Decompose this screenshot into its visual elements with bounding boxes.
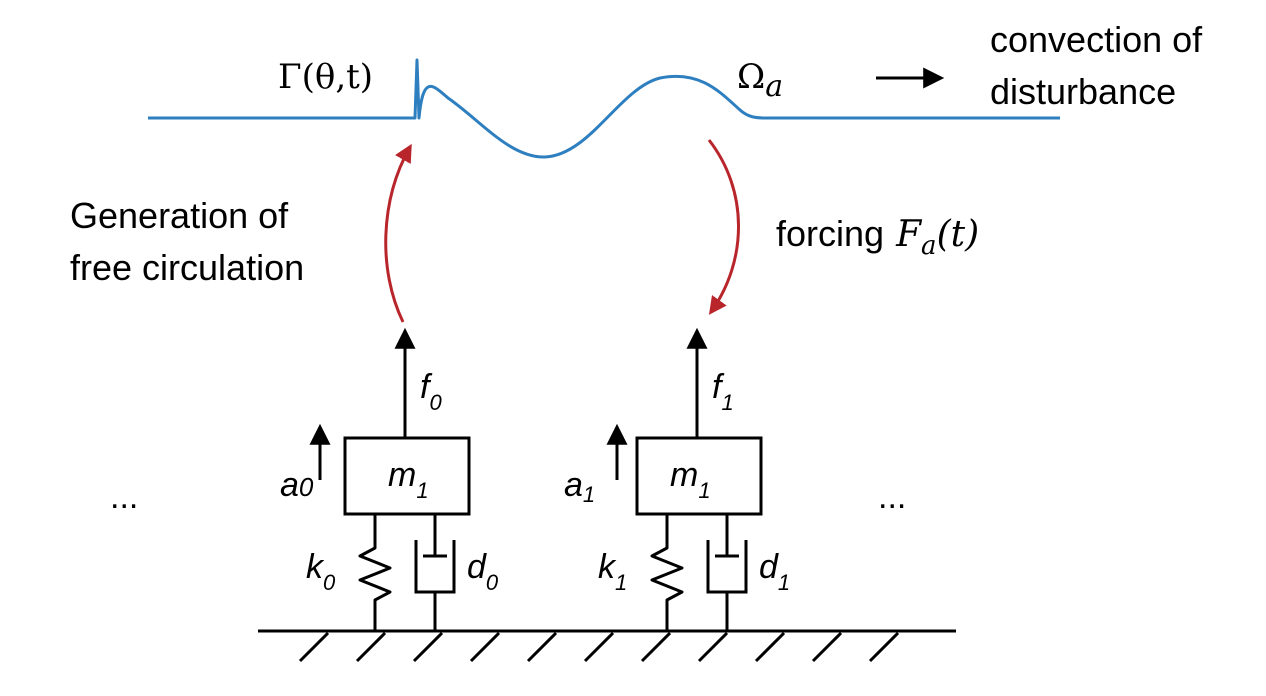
mass-symbol-1: m (670, 456, 698, 494)
damper-1 (706, 514, 748, 630)
mass-block-0 (343, 436, 471, 516)
generation-curved-arrow (384, 143, 412, 323)
damper-subscript-0: 0 (486, 570, 499, 595)
accel-label-0: a0 (280, 466, 314, 504)
forcing-symbol: F (895, 214, 923, 255)
forcing-word: forcing (776, 213, 884, 254)
ground (258, 629, 956, 663)
spring-label-0: k0 (306, 548, 336, 595)
accel-symbol-1: a (564, 466, 583, 504)
oscillator-unit-0: f0 a0 m1 k0 d0 (280, 327, 499, 630)
damper-0 (414, 514, 456, 630)
omega-label: Ωa (737, 57, 783, 104)
omega-subscript: a (765, 69, 783, 104)
damper-label-1: d1 (759, 548, 790, 595)
spring-subscript-1: 1 (615, 570, 627, 595)
force-subscript-0: 0 (429, 390, 442, 415)
force-subscript-1: 1 (721, 390, 733, 415)
damper-symbol-0: d (467, 548, 487, 586)
mass-subscript-0: 1 (416, 478, 428, 503)
damper-subscript-1: 1 (778, 570, 790, 595)
generation-label-line1: Generation of (70, 195, 289, 236)
damper-label-0: d0 (467, 548, 499, 595)
accel-label-1: a1 (564, 466, 595, 507)
forcing-subscript: a (921, 231, 937, 261)
ellipsis-left: ... (110, 478, 138, 516)
ellipsis-right: ... (878, 478, 906, 516)
forcing-argument: (t) (937, 214, 980, 255)
mass-label-0: m1 (388, 456, 429, 503)
spring-symbol-0: k (306, 548, 325, 586)
damper-symbol-1: d (759, 548, 779, 586)
force-label-0: f0 (420, 368, 442, 415)
mass-block-1 (635, 436, 763, 516)
accel-subscript-0: 0 (299, 472, 314, 502)
convection-label-line1: convection of (990, 19, 1203, 60)
ground-hatching (298, 631, 900, 663)
forcing-label: forcing Fa(t) (776, 213, 979, 261)
omega-symbol: Ω (737, 57, 765, 97)
spring-1 (650, 514, 684, 630)
oscillator-unit-1: f1 a1 m1 k1 d1 (564, 327, 790, 630)
circulation-label: Γ(θ,t) (278, 57, 373, 97)
mass-subscript-1: 1 (698, 478, 710, 503)
mass-label-1: m1 (670, 456, 711, 503)
accel-subscript-1: 1 (583, 482, 595, 507)
generation-label-line2: free circulation (70, 247, 304, 288)
spring-0 (358, 514, 392, 630)
mass-symbol-0: m (388, 456, 416, 494)
forcing-curved-arrow (707, 139, 740, 315)
spring-subscript-0: 0 (323, 570, 336, 595)
disturbance-wave-line (148, 58, 1060, 159)
spring-label-1: k1 (598, 548, 627, 595)
spring-symbol-1: k (598, 548, 617, 586)
convection-label-line2: disturbance (990, 71, 1176, 112)
force-label-1: f1 (712, 368, 734, 415)
accel-symbol-0: a (280, 466, 299, 504)
